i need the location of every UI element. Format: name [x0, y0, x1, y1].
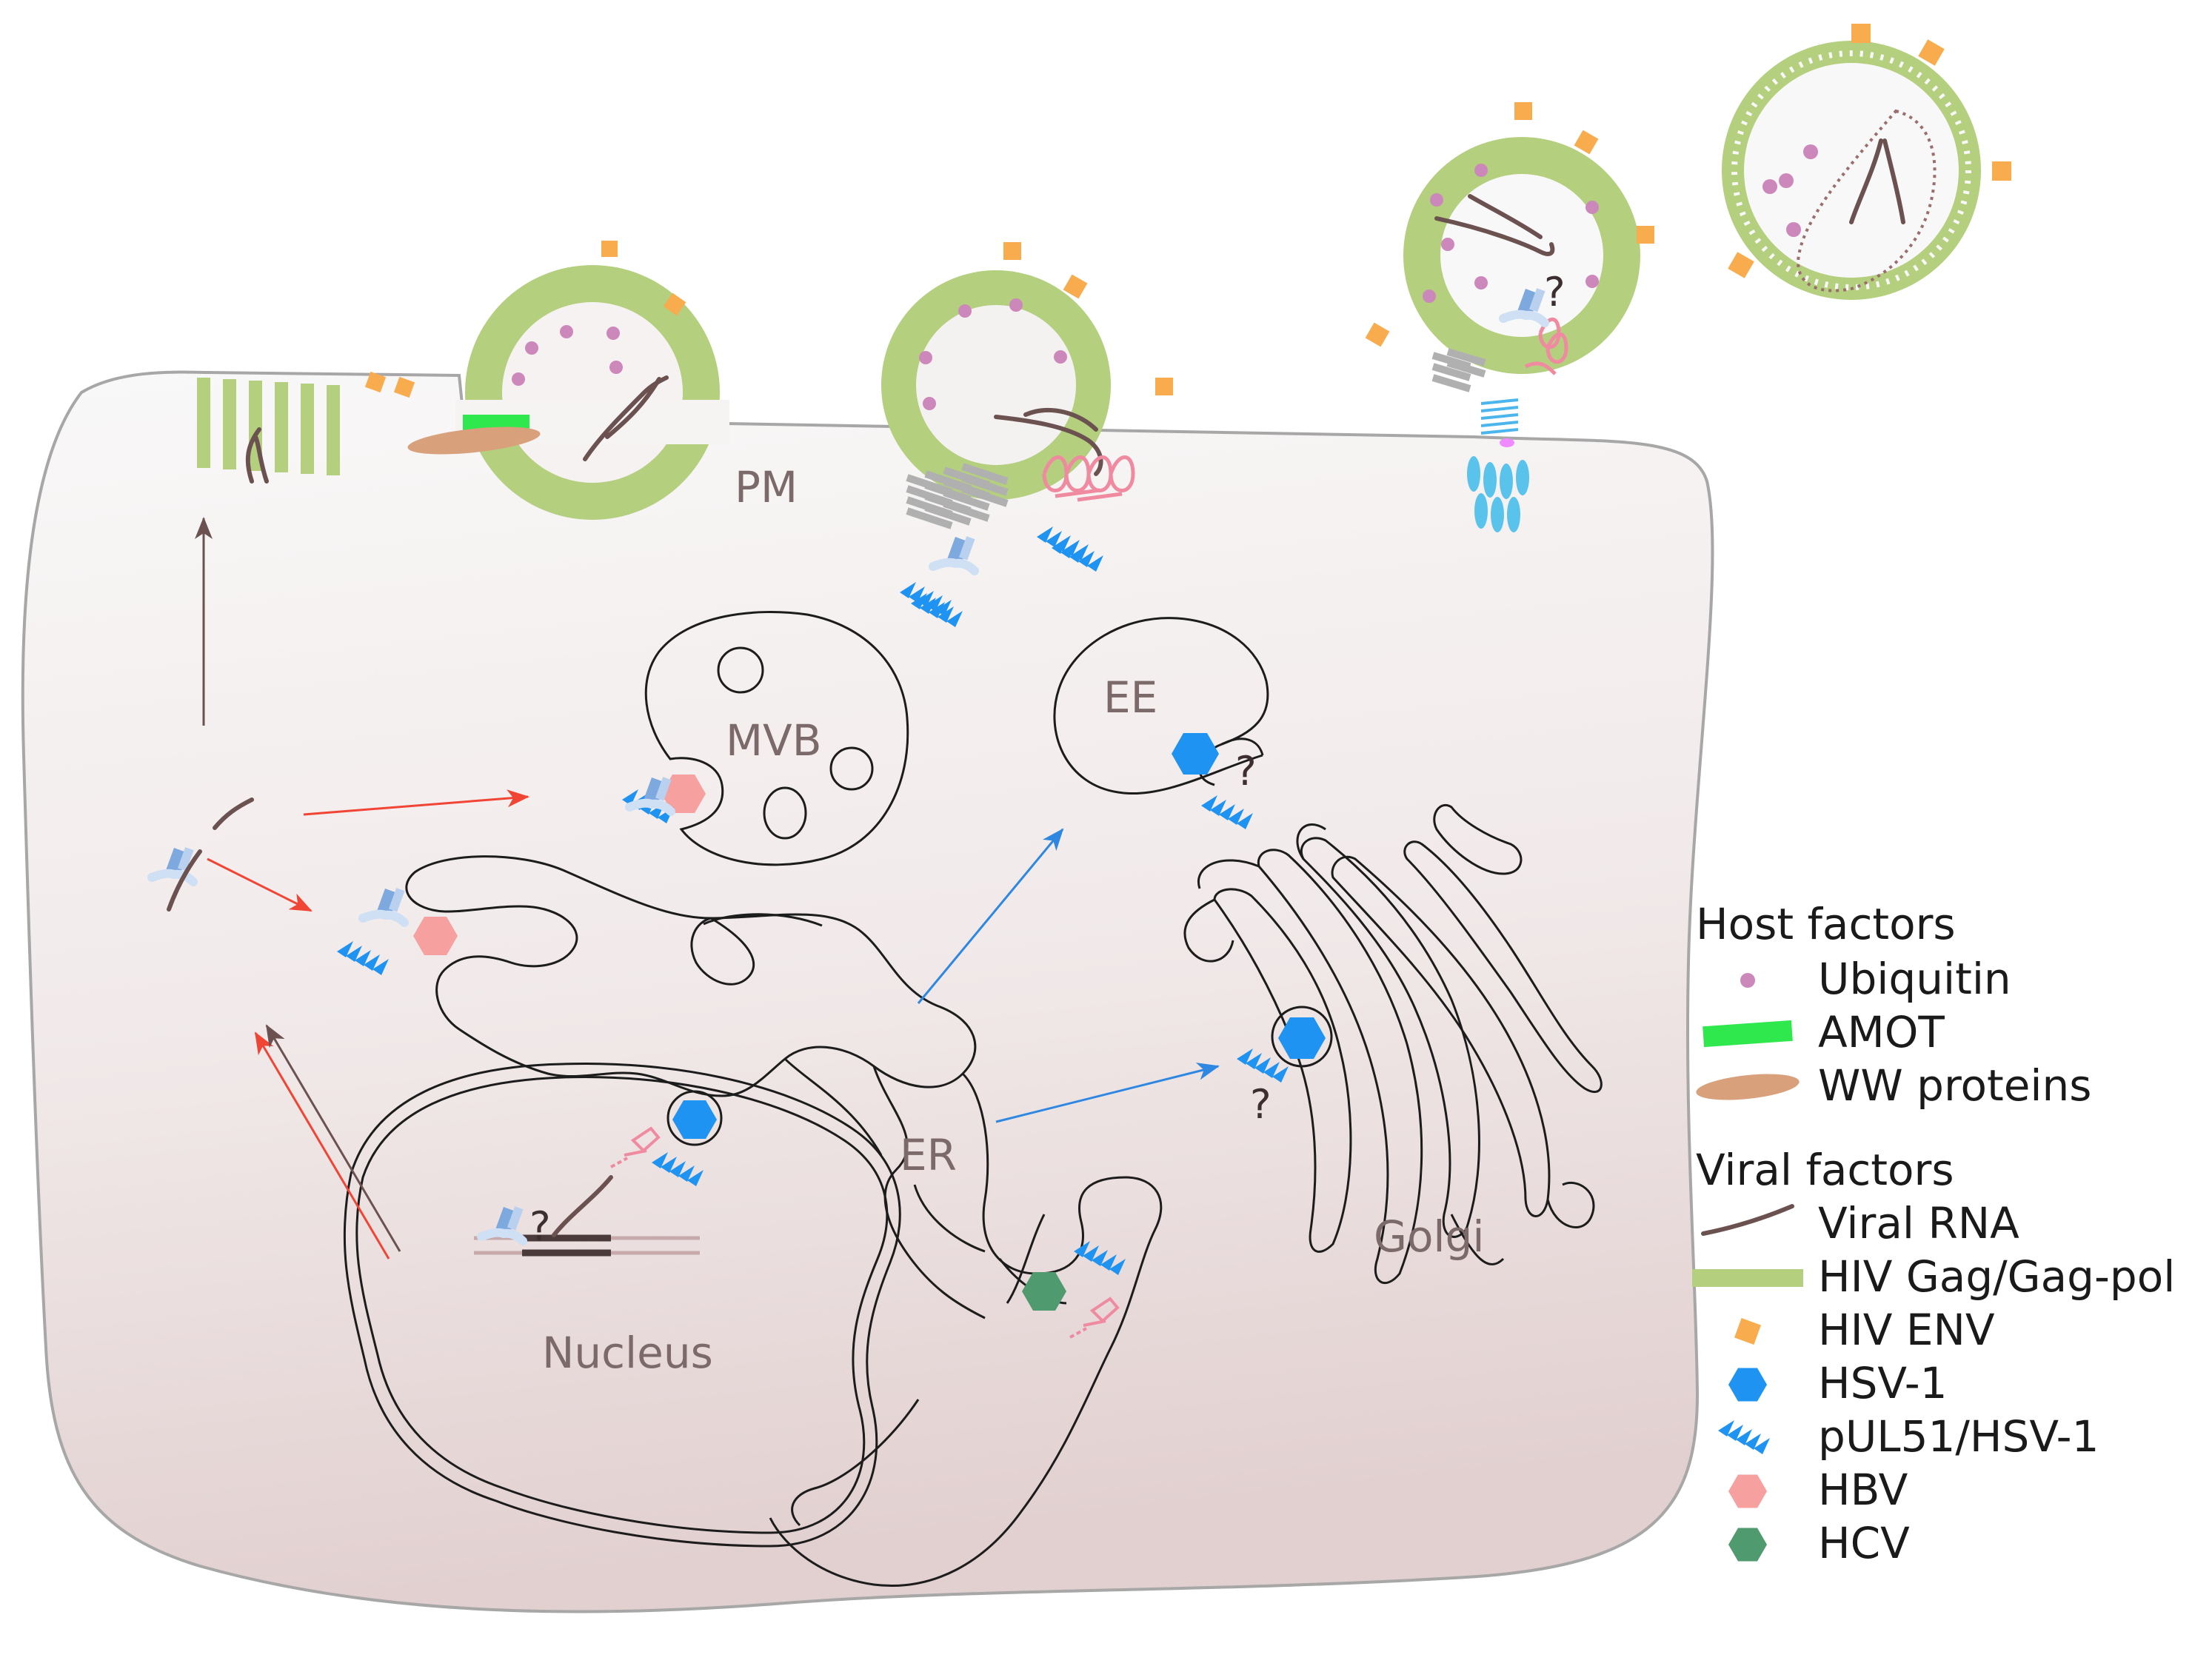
- legend-label: HBV: [1818, 1465, 1908, 1515]
- label-ee: EE: [1103, 672, 1157, 723]
- pink-escrt-2: [1042, 455, 1135, 502]
- label-er: ER: [900, 1130, 957, 1180]
- arrow-to-golgi: [995, 1063, 1220, 1123]
- gag-assembly-patch: [197, 378, 340, 484]
- legend-label: Ubiquitin: [1818, 954, 2011, 1004]
- arrow-to-mvb: [303, 789, 529, 816]
- budding-particle-3: [1365, 102, 1654, 532]
- ubiquitin-icon: [1740, 973, 1755, 988]
- hbv-in-er: [337, 888, 458, 975]
- legend-label: HIV ENV: [1818, 1305, 1995, 1355]
- ubiquitin-cluster-1: [512, 325, 623, 386]
- legend-label: HCV: [1818, 1518, 1910, 1568]
- early-endosome: [1053, 617, 1269, 795]
- label-mvb: MVB: [726, 715, 822, 766]
- amot-icon: [1703, 1020, 1793, 1048]
- arrow-to-ee: [917, 828, 1064, 1004]
- question-mark-nucleus: ?: [529, 1203, 551, 1250]
- legend-viral-heading: Viral factors: [1696, 1145, 1954, 1195]
- hcv-icon: [1728, 1528, 1767, 1562]
- nucleus: [343, 1063, 901, 1548]
- env-on-membrane: [364, 371, 415, 398]
- legend-label: AMOT: [1818, 1007, 1945, 1057]
- label-nucleus: Nucleus: [542, 1328, 713, 1378]
- rna-icon: [1701, 1204, 1794, 1236]
- question-mark-bud: ?: [1544, 269, 1566, 315]
- cell-membrane: [21, 370, 1714, 1613]
- hcv-in-er: [1022, 1241, 1126, 1339]
- label-pm: PM: [735, 462, 798, 512]
- amot-bar: [463, 415, 529, 431]
- vps4-ring: [1467, 456, 1529, 532]
- hsv1-in-golgi: [1237, 1006, 1333, 1083]
- arrows: [195, 517, 1220, 1260]
- legend-label: HSV-1: [1818, 1358, 1948, 1408]
- gray-filaments-3: [1431, 348, 1486, 392]
- legend: Host factors Viral factors UbiquitinAMOT…: [1692, 899, 2175, 1568]
- legend-label: pUL51/HSV-1: [1818, 1411, 2099, 1462]
- arrow-to-er-hbv: [207, 857, 313, 912]
- question-mark-golgi: ?: [1250, 1081, 1272, 1128]
- arrow-red-up: [254, 1031, 390, 1260]
- mvb: [644, 611, 909, 866]
- mature-virion: [1722, 24, 2011, 300]
- label-golgi: Golgi: [1374, 1211, 1484, 1262]
- hsv1-at-nucleus: [609, 1090, 723, 1186]
- escrt-cytosol: [152, 797, 254, 912]
- hsv1-in-ee: [1172, 733, 1253, 829]
- arrow-brown-up: [265, 1024, 401, 1252]
- ww-icon: [1696, 1074, 1800, 1100]
- legend-label: Viral RNA: [1818, 1198, 2019, 1248]
- hsv1-icon: [1728, 1368, 1767, 1402]
- budding-particle-2: [881, 242, 1173, 627]
- hbv-icon: [1728, 1474, 1767, 1508]
- legend-label: WW proteins: [1818, 1060, 2092, 1111]
- ww-protein: [407, 427, 541, 455]
- gray-filaments-2: [906, 463, 1009, 529]
- pul51-icon: [1718, 1420, 1770, 1454]
- legend-host-heading: Host factors: [1696, 899, 1956, 949]
- endoplasmic-reticulum: [405, 855, 1163, 1587]
- hbv-in-mvb: [622, 775, 706, 823]
- spiral-neck: [1480, 398, 1519, 435]
- gag-icon: [1692, 1269, 1803, 1287]
- legend-label: HIV Gag/Gag-pol: [1818, 1251, 2175, 1302]
- question-mark-ee: ?: [1235, 748, 1257, 795]
- env-icon: [1734, 1318, 1761, 1345]
- budding-particle-1: [407, 241, 729, 520]
